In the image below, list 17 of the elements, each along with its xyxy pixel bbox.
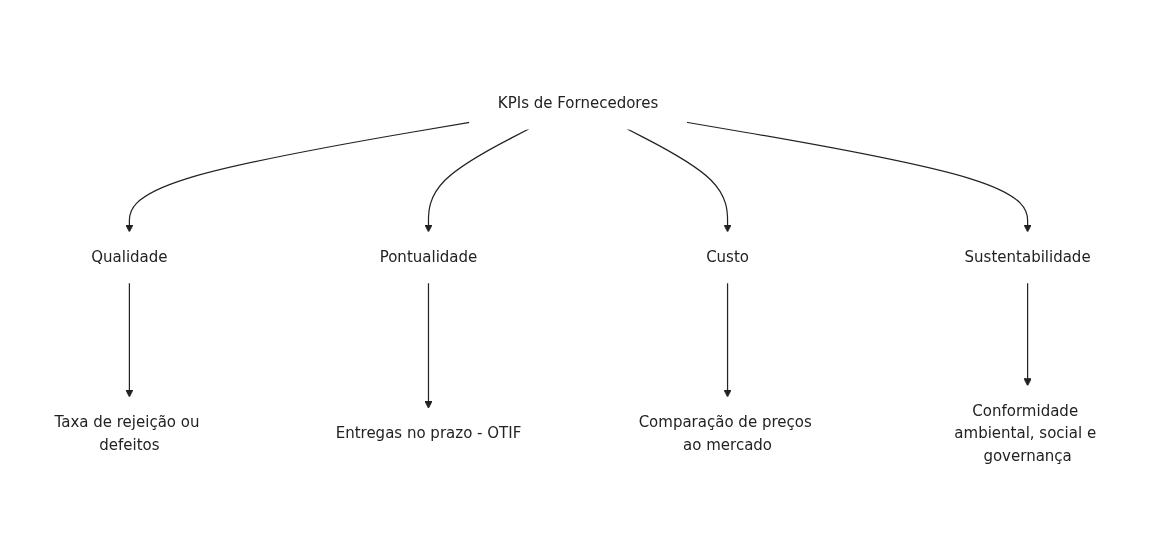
- arrow: [1023, 281, 1032, 386]
- arrow: [723, 281, 732, 398]
- arrow: [424, 281, 433, 409]
- arrow: [626, 127, 732, 233]
- node-text: Sustentabilidade: [964, 247, 1091, 266]
- node-text: Qualidade: [91, 247, 168, 266]
- node-text: Pontualidade: [379, 247, 478, 266]
- arrow: [424, 127, 530, 233]
- node-text: KPIs de Fornecedores: [497, 93, 659, 112]
- node-text: Comparação de preços ao mercado: [638, 412, 812, 453]
- arrow: [685, 121, 1032, 233]
- arrow: [125, 281, 134, 398]
- node-text: Taxa de rejeição ou defeitos: [54, 412, 200, 453]
- node-text: Conformidade ambiental, social e governança: [954, 401, 1097, 465]
- node-text: Entregas no prazo - OTIF: [335, 423, 522, 442]
- arrow: [125, 121, 471, 233]
- node-text: Custo: [706, 247, 749, 266]
